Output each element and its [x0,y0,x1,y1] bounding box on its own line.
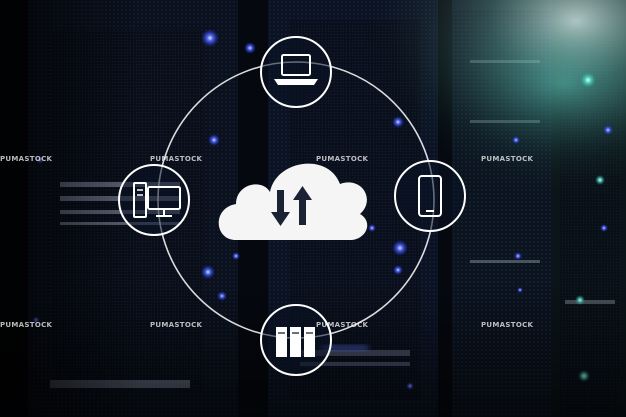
smartphone-icon [394,160,466,232]
watermark: PUMASTOCK [150,321,203,329]
watermark: PUMASTOCK [481,155,534,163]
laptop-icon [260,36,332,108]
watermark: PUMASTOCK [316,321,369,329]
watermark: PUMASTOCK [481,321,534,329]
watermark: PUMASTOCK [0,155,53,163]
cloud-upload-download-icon [218,163,368,240]
server-icon [260,304,332,376]
watermark: PUMASTOCK [0,321,53,329]
watermark: PUMASTOCK [316,155,369,163]
network-diagram-overlay [118,36,466,376]
watermark: PUMASTOCK [150,155,203,163]
desktop-computer-icon [118,164,190,236]
